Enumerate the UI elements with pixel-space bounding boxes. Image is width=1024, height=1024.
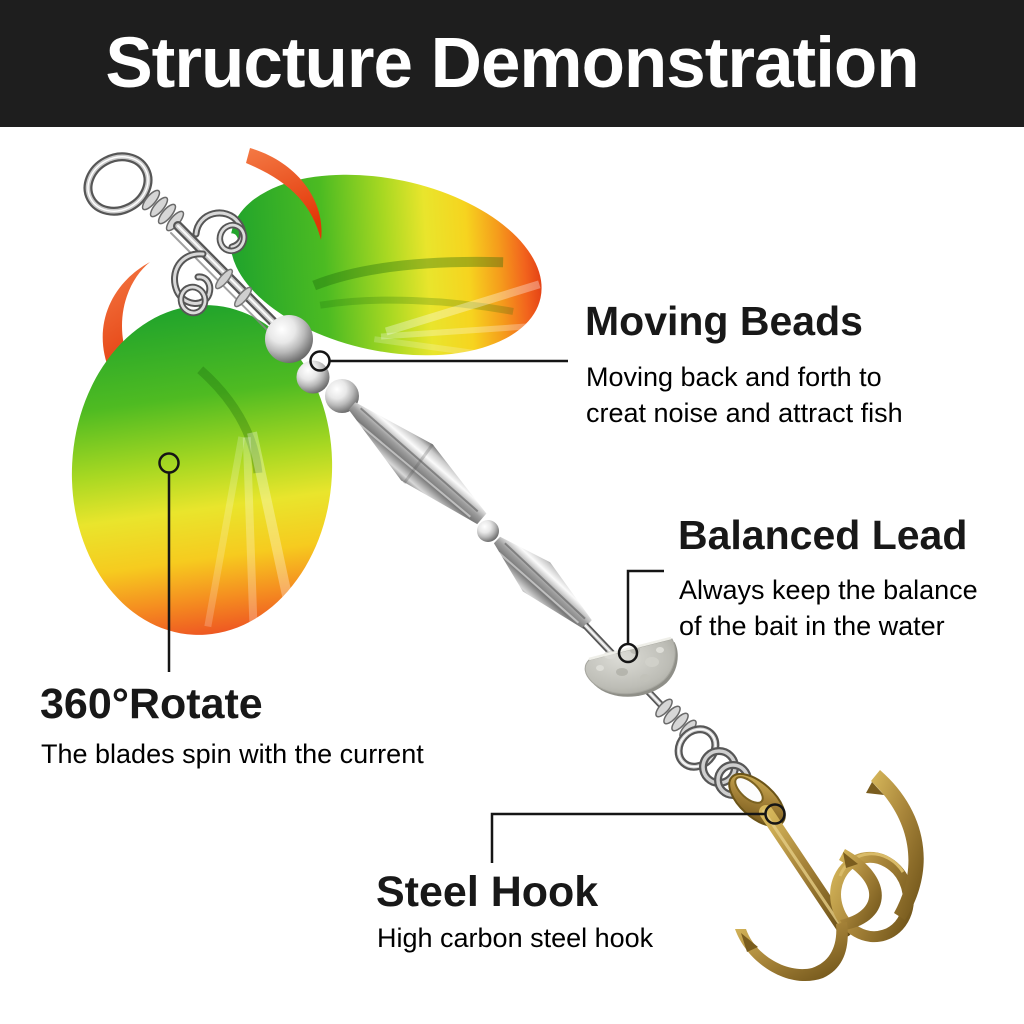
balanced-lead-desc-line2: of the bait in the water bbox=[679, 611, 945, 641]
moving-beads-illustration bbox=[265, 315, 359, 413]
balanced-lead-callout-line bbox=[617, 569, 664, 664]
moving-beads-desc-line1: Moving back and forth to bbox=[586, 362, 882, 392]
snap-swivel bbox=[83, 152, 292, 345]
balanced-lead-heading: Balanced Lead bbox=[678, 512, 968, 558]
rotate-title: 360°Rotate bbox=[40, 683, 263, 726]
treble-steel-hook bbox=[728, 770, 924, 982]
spinner-blade-lower bbox=[71, 305, 333, 635]
rotation-swoosh-icon bbox=[246, 148, 322, 240]
balanced-lead-title: Balanced Lead bbox=[678, 515, 967, 556]
moving-beads-desc-line2: creat noise and attract fish bbox=[586, 398, 903, 428]
moving-beads-callout-line bbox=[309, 350, 568, 372]
steel-hook-desc-line1: High carbon steel hook bbox=[377, 923, 654, 953]
balanced-lead-desc-line1: Always keep the balance bbox=[679, 575, 978, 605]
moving-beads-heading: Moving Beads bbox=[585, 298, 863, 344]
balanced-lead-fan bbox=[584, 636, 678, 697]
rotate-callout-line bbox=[158, 452, 180, 672]
rotate-desc-line1: The blades spin with the current bbox=[41, 739, 424, 769]
steel-hook-heading: Steel Hook bbox=[376, 868, 599, 916]
callout-markers bbox=[158, 350, 786, 863]
moving-beads-title: Moving Beads bbox=[585, 301, 863, 342]
steel-hook-callout-line bbox=[490, 803, 786, 863]
page-title: Structure Demonstration bbox=[105, 24, 919, 103]
header-bar: Structure Demonstration bbox=[0, 0, 1024, 127]
steel-hook-title: Steel Hook bbox=[376, 871, 598, 914]
spinner-blade-upper bbox=[230, 174, 542, 358]
rotate-heading: 360°Rotate bbox=[40, 680, 263, 728]
